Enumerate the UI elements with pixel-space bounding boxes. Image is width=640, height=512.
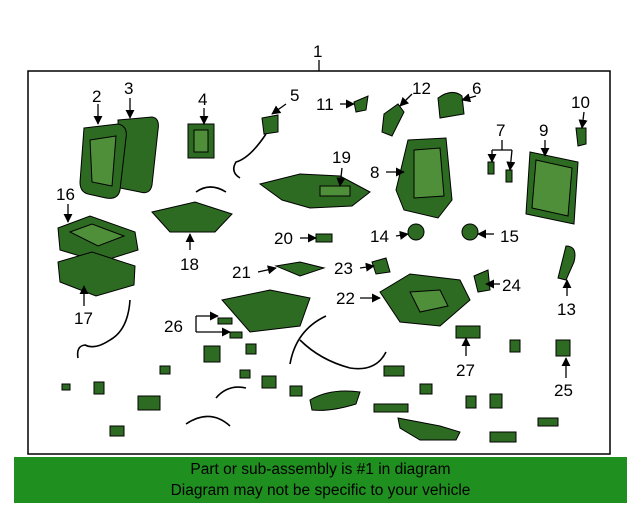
seatback-frame-part: [395, 137, 453, 219]
callout-4: 4: [198, 90, 207, 109]
callout-25: 25: [554, 381, 573, 400]
knob-part: [407, 223, 425, 241]
cable-part: [185, 415, 231, 427]
cable-housing-part: [309, 390, 361, 411]
callout-23: 23: [334, 259, 353, 278]
callout-2: 2: [92, 87, 101, 106]
headrest-part: [437, 92, 465, 119]
callout-15: 15: [500, 227, 519, 246]
notice-line-1: Part or sub-assembly is #1 in diagram: [190, 461, 451, 478]
callout-10: 10: [571, 93, 590, 112]
trim-cover-part: [381, 103, 405, 137]
callout-24: 24: [502, 276, 521, 295]
back-panel-part: [525, 151, 579, 225]
callout-17: 17: [74, 309, 93, 328]
diagram-notice-banner: Part or sub-assembly is #1 in diagram Di…: [14, 457, 627, 503]
callout-1: 1: [313, 42, 322, 61]
notice-line-2: Diagram may not be specific to your vehi…: [170, 482, 471, 499]
seat-back-part: [79, 116, 159, 199]
latch-part: [473, 269, 491, 293]
knob-cover-part: [461, 223, 479, 241]
callout-21: 21: [232, 263, 251, 282]
cover-part: [371, 257, 391, 275]
callout-5: 5: [290, 86, 299, 105]
callout-19: 19: [332, 148, 351, 167]
callout-13: 13: [557, 300, 576, 319]
callout-12: 12: [412, 79, 431, 98]
bracket-part: [315, 233, 333, 243]
side-trim-part: [557, 245, 576, 281]
support-part: [274, 261, 326, 277]
hardware-part: [61, 325, 571, 443]
lower-track-part: [379, 273, 471, 327]
callout-26: 26: [164, 317, 183, 336]
callout-20: 20: [274, 229, 293, 248]
sensor-part: [232, 114, 279, 179]
seat-track-part: [258, 173, 371, 209]
control-module-part: [187, 123, 215, 159]
callout-3: 3: [124, 79, 133, 98]
rail-part: [217, 289, 311, 339]
seat-frame-part: [151, 186, 233, 233]
seat-cushion-part: [57, 215, 139, 297]
callout-27: 27: [456, 361, 475, 380]
wire-harness: [76, 299, 131, 359]
callout-8: 8: [370, 163, 379, 182]
clip-part: [575, 127, 587, 147]
callout-14: 14: [370, 227, 389, 246]
cable-part: [215, 386, 247, 399]
fastener-part: [487, 161, 513, 183]
cable-part: [289, 315, 327, 365]
callout-9: 9: [539, 121, 548, 140]
cable-part: [299, 339, 387, 370]
callout-18: 18: [180, 255, 199, 274]
trim-clip-part: [353, 95, 369, 113]
callout-7: 7: [496, 121, 505, 140]
callout-11: 11: [316, 95, 334, 114]
callout-22: 22: [336, 289, 355, 308]
track-rail-part: [397, 417, 461, 441]
callout-16: 16: [56, 185, 75, 204]
callout-6: 6: [472, 79, 481, 98]
